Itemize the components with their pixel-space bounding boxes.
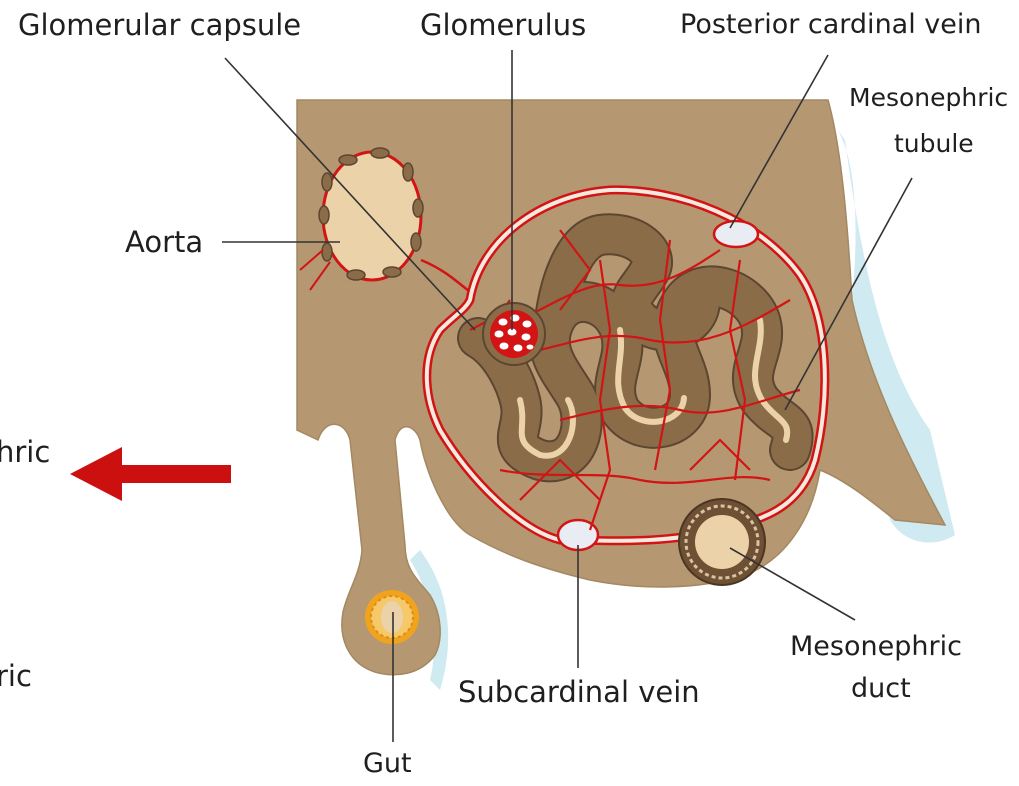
label-glomerulus: Glomerulus	[420, 8, 586, 42]
label-aorta: Aorta	[125, 225, 203, 259]
label-mesonephric-duct-line2: duct	[851, 673, 911, 704]
mesonephric-duct	[679, 499, 765, 585]
label-subcardinal-vein: Subcardinal vein	[458, 675, 700, 709]
leader-mesonephric-duct	[730, 548, 855, 620]
label-mesonephric-tubule-line1: Mesonephric	[849, 83, 1008, 112]
left-arrow-icon	[70, 447, 231, 501]
label-glomerular-capsule: Glomerular capsule	[18, 8, 301, 42]
label-cut-lower: ric	[0, 659, 32, 693]
label-cut-upper: hric	[0, 435, 50, 469]
label-mesonephric-tubule-line2: tubule	[894, 129, 974, 158]
label-gut: Gut	[363, 748, 412, 779]
posterior-cardinal-vein	[714, 221, 758, 247]
glomerulus	[483, 303, 545, 365]
label-posterior-cardinal-vein: Posterior cardinal vein	[680, 9, 982, 40]
gut	[365, 590, 419, 644]
label-mesonephric-duct-line1: Mesonephric	[790, 631, 962, 662]
